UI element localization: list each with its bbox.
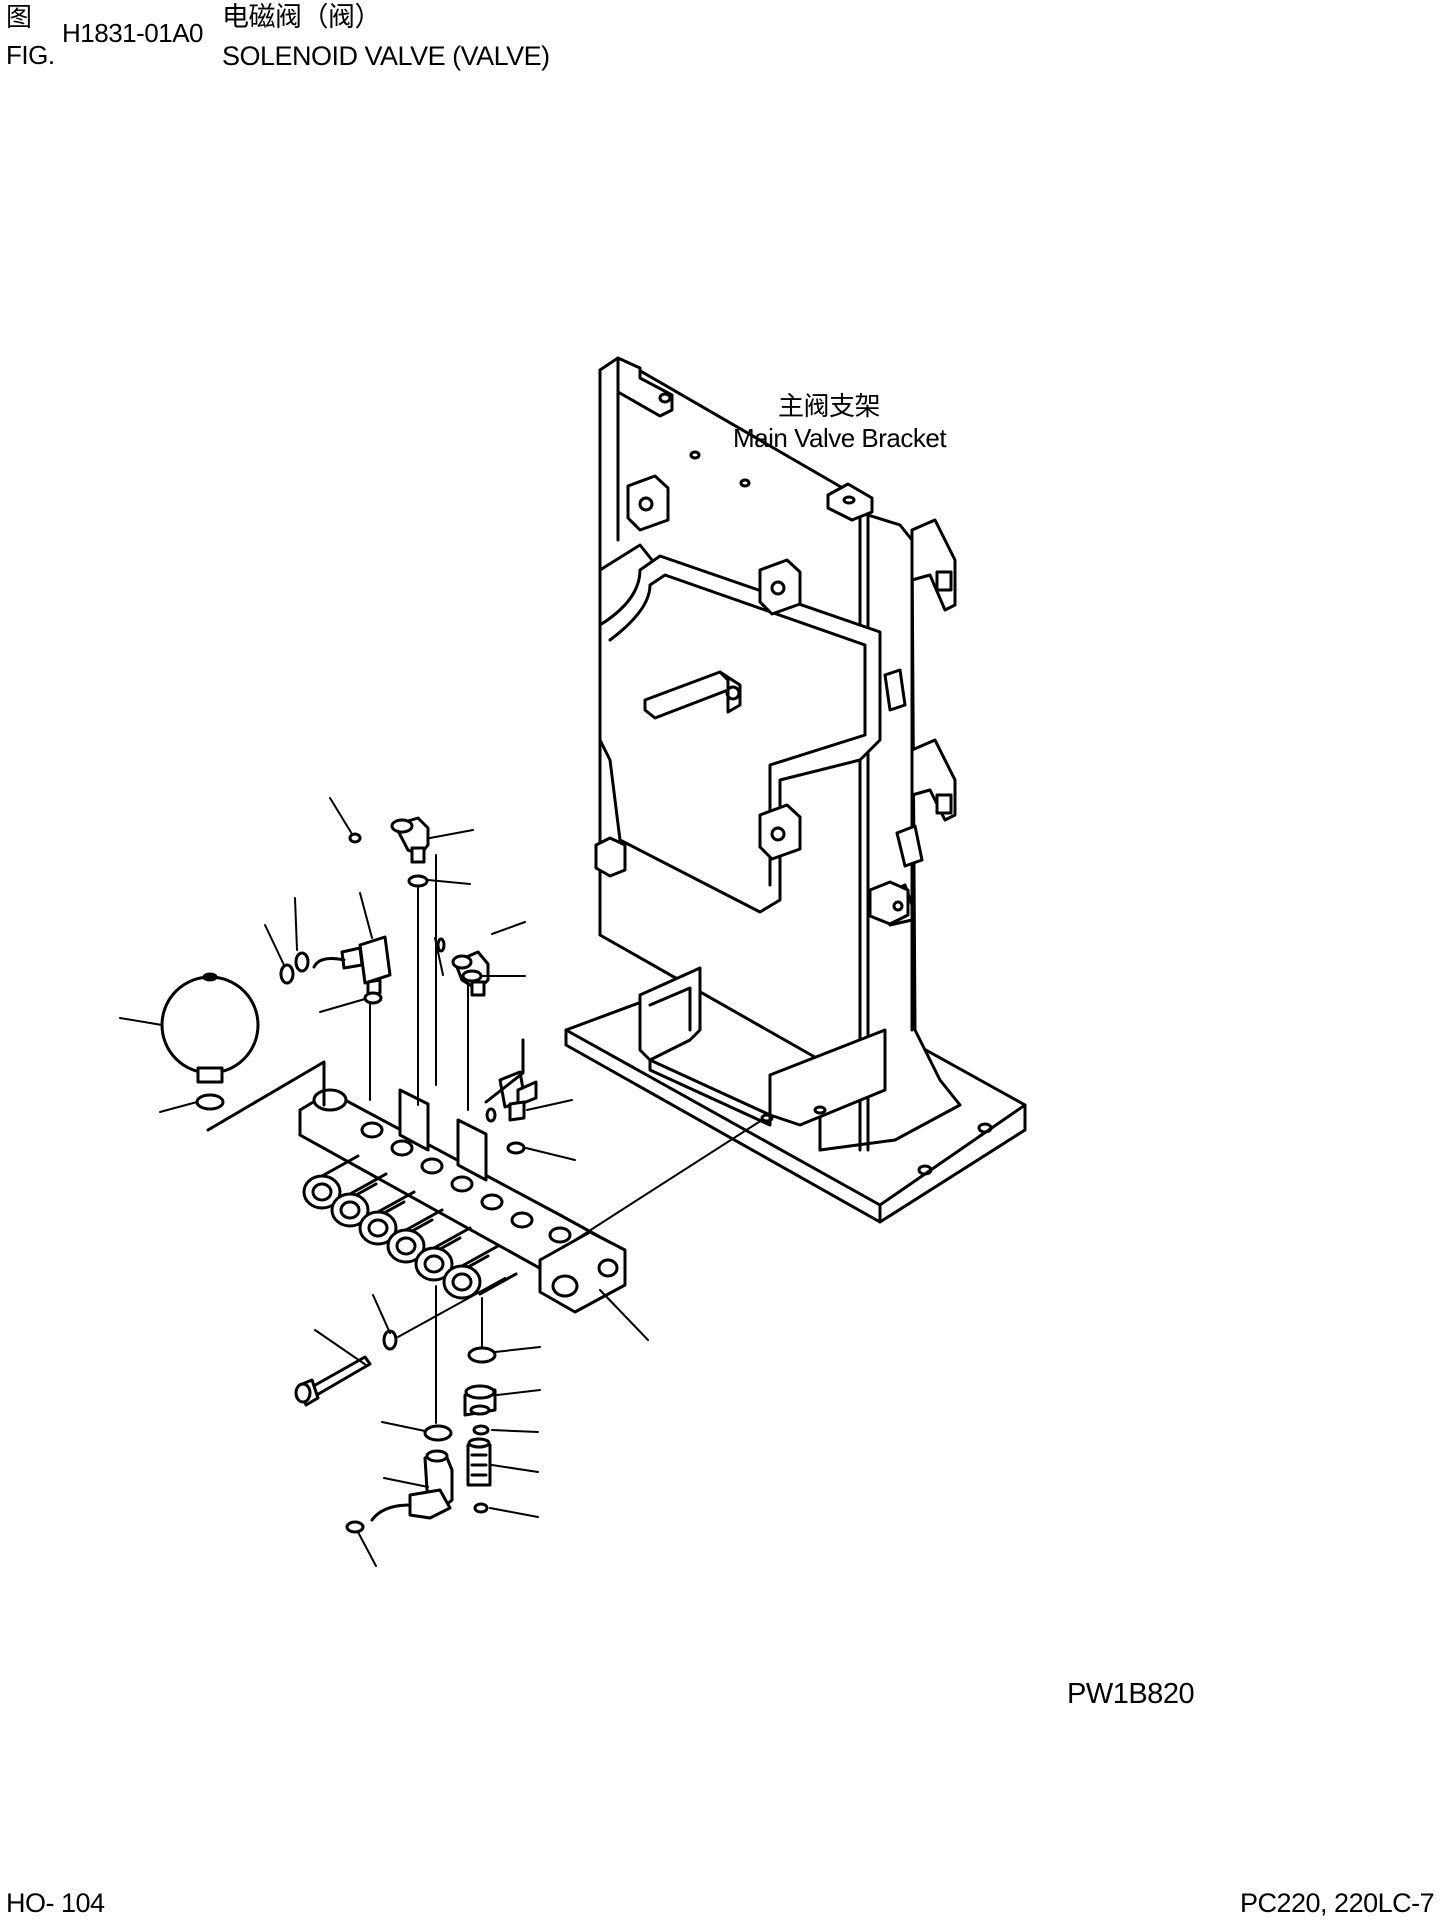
model-number: PC220, 220LC-7 [1240, 1888, 1435, 1918]
main-valve-bracket-drawing [564, 356, 1027, 1224]
figure-label-cn: 图 [6, 2, 32, 32]
drawing-code: PW1B820 [1067, 1678, 1195, 1710]
title-en: SOLENOID VALVE (VALVE) [222, 41, 550, 71]
page-number: HO- 104 [6, 1888, 105, 1918]
main-valve-bracket-label-cn: 主阀支架 [778, 391, 881, 421]
figure-number: H1831-01A0 [62, 18, 204, 48]
main-valve-bracket-label-en: Main Valve Bracket [733, 423, 947, 453]
title-cn: 电磁阀（阀） [222, 2, 382, 32]
solenoid-valve-assembly-drawing [119, 797, 763, 1567]
figure-label-en: FIG. [6, 40, 55, 70]
